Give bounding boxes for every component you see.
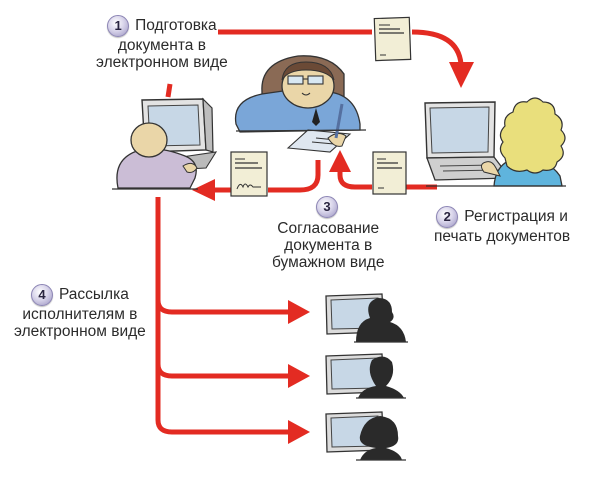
step-1-badge: 1	[107, 15, 130, 37]
laptop-icon	[424, 101, 512, 181]
pen	[334, 103, 344, 139]
step-4-badge: 4	[30, 284, 53, 306]
arrowhead-to-manager	[329, 150, 351, 172]
step-3-line-2: документа в	[284, 237, 373, 254]
registrar-at-laptop	[424, 97, 566, 187]
arrowhead-executor-2	[288, 364, 310, 388]
arrows	[155, 29, 474, 444]
step-3-line-3: бумажном виде	[272, 254, 385, 271]
arrow-to-manager	[337, 170, 372, 190]
arrowhead-executor-3	[288, 420, 310, 444]
distribution-branch-2	[155, 363, 290, 379]
document-top	[373, 16, 412, 62]
step-3-label: Согласование документа в бумажном виде	[272, 220, 384, 271]
arrowhead-to-registration	[449, 62, 474, 88]
silhouette-computer-icon	[325, 353, 406, 399]
clerk-at-desktop	[112, 97, 218, 190]
step-2-line-1: Регистрация и	[464, 208, 568, 226]
step-1-line-3: электронном виде	[96, 54, 228, 71]
step-4-label: 4 Рассылка исполнителям в электронном вид…	[14, 284, 146, 340]
executor-2	[325, 353, 406, 399]
arrowhead-executor-1	[288, 300, 310, 324]
step-4-line-2: исполнителям в	[22, 306, 138, 323]
step-4-line-1: Рассылка	[58, 286, 129, 304]
step-3-badge: 3	[316, 196, 338, 218]
manager-signing	[234, 55, 367, 153]
step-1-line-2: документа в	[117, 37, 206, 54]
executor-3	[325, 411, 406, 461]
arrow-to-registration-tail	[411, 29, 464, 65]
document-signed	[230, 151, 268, 197]
distribution-trunk	[155, 197, 290, 435]
arrowhead-to-clerk	[192, 179, 215, 201]
distribution-branch-1	[155, 299, 290, 315]
executor-1	[325, 293, 408, 343]
silhouette-computer-icon	[325, 411, 406, 461]
silhouette-computer-icon	[325, 293, 408, 343]
arrow-stub-top	[165, 83, 173, 98]
step-1-label: 1 Подготовка документа в электронном виде	[96, 15, 228, 71]
registrar-person	[426, 97, 566, 187]
clerk-person	[112, 122, 198, 190]
step-1-line-1: Подготовка	[135, 17, 217, 35]
arrow-to-clerk-right	[268, 160, 321, 193]
step-3-line-1: Согласование	[277, 220, 380, 237]
step-2-line-2: печать документов	[434, 228, 571, 245]
step-4-line-3: электронном виде	[14, 323, 146, 340]
step-2-badge: 2	[436, 206, 459, 228]
step-2-label: 2 Регистрация и печать документов	[434, 206, 570, 245]
document-unsigned	[372, 151, 407, 195]
